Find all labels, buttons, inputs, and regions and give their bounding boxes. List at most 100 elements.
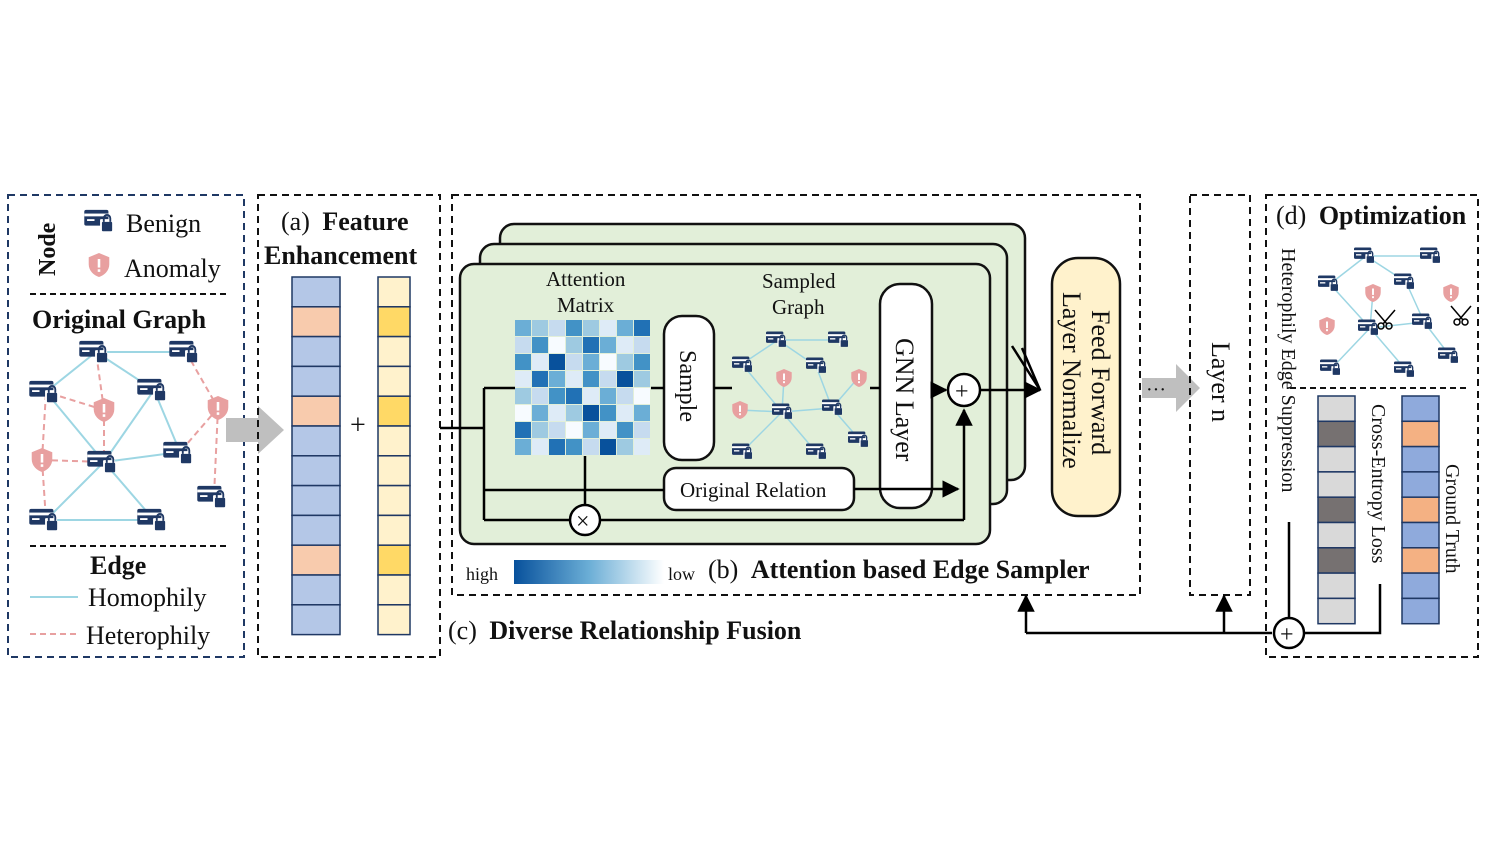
optimization-panel: (d) Optimization Heterophily Edge Suppre… bbox=[1265, 194, 1479, 658]
attention-title-line1: Attention bbox=[546, 267, 626, 291]
layer-n-panel bbox=[1189, 194, 1251, 596]
attention-cell bbox=[600, 405, 616, 421]
feature-vector bbox=[291, 276, 341, 636]
graph-anomaly-icon bbox=[31, 448, 53, 472]
feature-cell bbox=[291, 574, 341, 606]
attention-cell bbox=[583, 388, 599, 404]
graph-benign-icon bbox=[197, 484, 227, 509]
prediction-cell bbox=[1317, 471, 1356, 498]
attention-cell bbox=[532, 405, 548, 421]
benign-icon bbox=[84, 208, 114, 233]
original-graph-title: Original Graph bbox=[32, 305, 207, 334]
ground-truth-cell bbox=[1401, 471, 1440, 498]
heterophily-label: Heterophily bbox=[86, 621, 210, 650]
attention-cell bbox=[634, 337, 650, 353]
feature-cell bbox=[291, 514, 341, 546]
attention-cell bbox=[634, 422, 650, 438]
legend-panel: Node Benign Anomaly Original Graph bbox=[7, 194, 245, 658]
attention-cell bbox=[549, 439, 565, 455]
attention-cell bbox=[583, 422, 599, 438]
ground-truth-cell bbox=[1401, 445, 1440, 473]
input-arrow bbox=[226, 406, 284, 454]
attention-cell bbox=[600, 371, 616, 387]
attention-scale-bar bbox=[514, 560, 664, 584]
feature-cell bbox=[291, 365, 341, 397]
attention-cell bbox=[617, 337, 633, 353]
attention-cell bbox=[549, 354, 565, 370]
attention-cell bbox=[617, 388, 633, 404]
layer-n-label: Layer n bbox=[1206, 342, 1235, 422]
scale-low-label: low bbox=[668, 564, 695, 584]
enhancement-cell bbox=[377, 425, 411, 457]
original-graph bbox=[29, 339, 229, 532]
anomaly-label: Anomaly bbox=[124, 254, 221, 283]
ffn-line1: Feed Forward bbox=[1086, 310, 1115, 455]
attention-cell bbox=[600, 320, 616, 336]
graph-benign-icon bbox=[29, 507, 59, 532]
fusion-title: Diverse Relationship Fusion bbox=[489, 616, 802, 645]
ce-loss-label: Cross-Entropy Loss bbox=[1367, 404, 1389, 564]
scissors-icon bbox=[1450, 305, 1472, 326]
attention-cell bbox=[532, 439, 548, 455]
attention-cell bbox=[583, 371, 599, 387]
feature-cell bbox=[291, 335, 341, 368]
pruned-graph bbox=[1318, 246, 1472, 378]
attention-cell bbox=[549, 371, 565, 387]
attention-cell bbox=[515, 337, 531, 353]
feature-cell bbox=[291, 544, 341, 576]
attention-cell bbox=[583, 337, 599, 353]
attention-cell bbox=[549, 388, 565, 404]
sampler-prefix: (b) bbox=[708, 555, 738, 584]
prediction-cell bbox=[1317, 445, 1356, 473]
graph-benign-icon bbox=[169, 339, 199, 364]
scissors-icon bbox=[1374, 309, 1396, 330]
attention-cell bbox=[600, 439, 616, 455]
suppression-label: Heterophily Edge Suppression bbox=[1277, 248, 1299, 492]
prediction-cell bbox=[1317, 547, 1356, 574]
prediction-cell bbox=[1317, 597, 1356, 625]
residual-add bbox=[946, 372, 982, 408]
sampled-title-line1: Sampled bbox=[762, 269, 836, 293]
sampler-title: Attention based Edge Sampler bbox=[751, 555, 1090, 584]
ground-truth-cell bbox=[1401, 597, 1440, 625]
attention-cell bbox=[583, 320, 599, 336]
multiply-op bbox=[568, 503, 602, 537]
loss-plus-glyph: + bbox=[1280, 622, 1294, 648]
attention-cell bbox=[549, 320, 565, 336]
feed-forward-block bbox=[1050, 256, 1122, 518]
enhancement-cell bbox=[377, 395, 411, 427]
attention-cell bbox=[549, 405, 565, 421]
graph-benign-icon bbox=[79, 339, 109, 364]
ground-truth-cell bbox=[1401, 395, 1440, 423]
ground-truth-cell bbox=[1401, 496, 1440, 524]
sampled-graph bbox=[732, 330, 869, 460]
sample-label: Sample bbox=[674, 350, 700, 422]
attention-cell bbox=[583, 405, 599, 421]
optimization-prefix: (d) bbox=[1276, 201, 1306, 230]
ground-truth-cell bbox=[1401, 572, 1440, 600]
homophily-label: Homophily bbox=[88, 583, 206, 612]
attention-cell bbox=[515, 388, 531, 404]
attention-cell bbox=[566, 320, 582, 336]
attention-cell bbox=[515, 405, 531, 421]
enhancement-cell bbox=[377, 544, 411, 576]
graph-benign-icon bbox=[87, 449, 117, 474]
enhancement-cell bbox=[377, 574, 411, 606]
feature-cell bbox=[291, 276, 341, 308]
attention-matrix bbox=[515, 320, 650, 455]
times-glyph: × bbox=[576, 509, 590, 535]
feature-cell bbox=[291, 425, 341, 457]
layer-arrow bbox=[1142, 364, 1200, 412]
svg-text:(b) Attention based Edge S: (b) Attention based Edge Sampler bbox=[708, 555, 1090, 584]
feature-cell bbox=[291, 484, 341, 517]
attention-cell bbox=[617, 439, 633, 455]
attention-cell bbox=[515, 371, 531, 387]
enhancement-cell bbox=[377, 484, 411, 517]
ground-truth-cell bbox=[1401, 521, 1440, 549]
plus-sign: + bbox=[350, 410, 366, 441]
feature-cell bbox=[291, 306, 341, 338]
attention-cell bbox=[566, 422, 582, 438]
attention-cell bbox=[515, 320, 531, 336]
attention-cell bbox=[566, 439, 582, 455]
